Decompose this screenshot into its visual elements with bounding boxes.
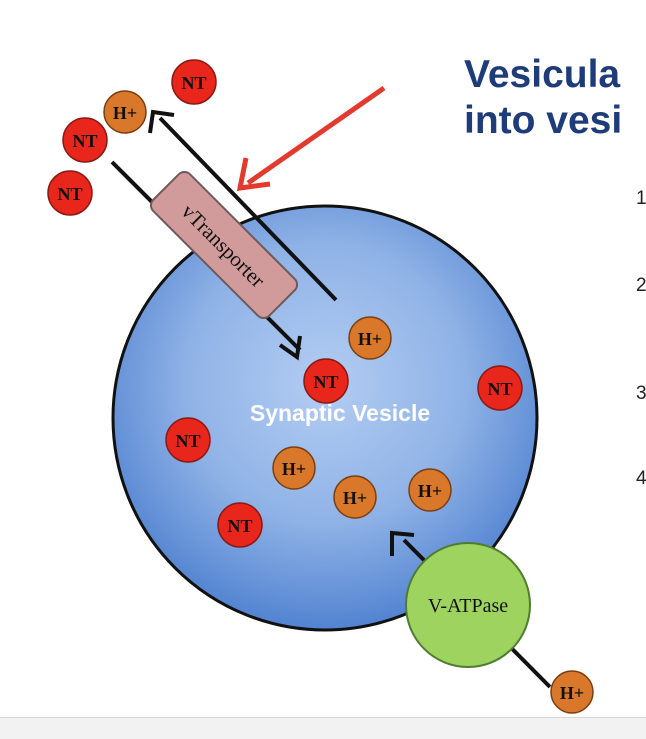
step-number-2: 2 bbox=[636, 275, 646, 296]
nt-molecule-1: NT bbox=[171, 59, 217, 105]
red-pointer-arrow bbox=[246, 85, 386, 186]
slide-title-line-2: into vesi bbox=[464, 99, 623, 142]
nt-molecule-3: NT bbox=[47, 170, 93, 216]
step-number-1: 1 bbox=[636, 188, 646, 209]
proton-5: H+ bbox=[333, 475, 377, 519]
svg-text:NT: NT bbox=[57, 184, 82, 204]
svg-text:H+: H+ bbox=[113, 103, 137, 123]
vesicle-label: Synaptic Vesicle bbox=[250, 400, 430, 426]
svg-text:H+: H+ bbox=[343, 488, 367, 508]
bottom-toolbar-strip bbox=[0, 717, 646, 739]
step-number-3: 3 bbox=[636, 383, 646, 404]
proton-3: H+ bbox=[272, 446, 316, 490]
step-number-4: 4 bbox=[636, 468, 646, 489]
proton-efflux-line bbox=[158, 116, 338, 302]
svg-text:NT: NT bbox=[487, 379, 512, 399]
svg-text:NT: NT bbox=[175, 431, 200, 451]
proton-2: H+ bbox=[348, 316, 392, 360]
nt-molecule-5: NT bbox=[477, 365, 523, 411]
proton-4: H+ bbox=[408, 468, 452, 512]
proton-efflux-arrowhead bbox=[148, 109, 175, 134]
red-pointer-arrowhead bbox=[236, 157, 271, 191]
v-atpase-pump bbox=[405, 542, 531, 668]
nt-molecule-4: NT bbox=[303, 358, 349, 404]
svg-text:H+: H+ bbox=[358, 329, 382, 349]
svg-text:NT: NT bbox=[72, 131, 97, 151]
svg-text:H+: H+ bbox=[418, 481, 442, 501]
svg-text:H+: H+ bbox=[282, 459, 306, 479]
v-atpase-label: V-ATPase bbox=[428, 595, 508, 617]
svg-text:NT: NT bbox=[181, 73, 206, 93]
svg-text:NT: NT bbox=[313, 372, 338, 392]
nt-molecule-6: NT bbox=[165, 417, 211, 463]
pump-arrowhead bbox=[390, 530, 415, 556]
nt-molecule-7: NT bbox=[217, 502, 263, 548]
svg-text:NT: NT bbox=[227, 516, 252, 536]
proton-1: H+ bbox=[103, 90, 147, 134]
nt-influx-arrowhead bbox=[278, 335, 302, 361]
nt-molecule-2: NT bbox=[62, 117, 108, 163]
proton-6: H+ bbox=[550, 670, 594, 714]
slide-title-line-1: Vesicula bbox=[464, 53, 621, 96]
svg-text:H+: H+ bbox=[560, 683, 584, 703]
